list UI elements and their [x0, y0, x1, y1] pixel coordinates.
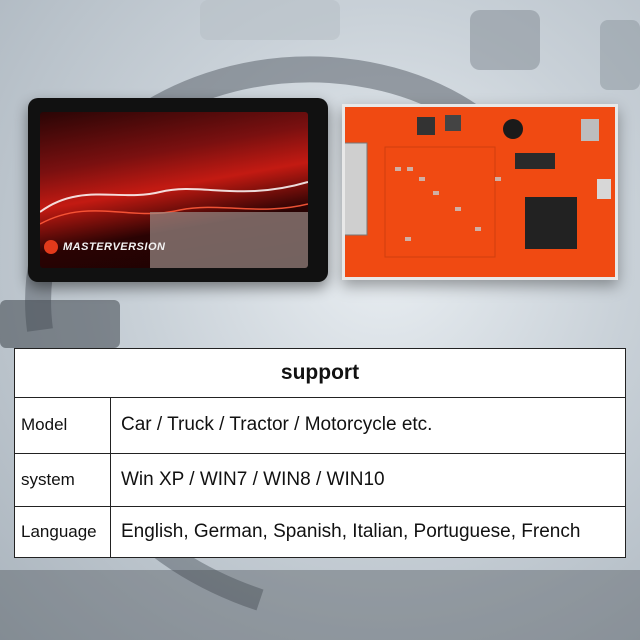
support-table: support Model Car / Truck / Tractor / Mo…	[14, 348, 626, 558]
table-row-model: Model Car / Truck / Tractor / Motorcycle…	[15, 397, 625, 454]
pcb-board	[340, 104, 618, 280]
row-value-system: Win XP / WIN7 / WIN8 / WIN10	[121, 469, 385, 490]
ecu-logo-mark-icon	[44, 240, 58, 254]
table-row-language: Language English, German, Spanish, Itali…	[15, 507, 625, 557]
row-value-model: Car / Truck / Tractor / Motorcycle etc.	[121, 414, 433, 435]
row-label-system: system	[15, 454, 111, 506]
table-row-system: system Win XP / WIN7 / WIN8 / WIN10	[15, 454, 625, 507]
pcb-components-graphic	[340, 115, 611, 258]
ecu-logo-text: MASTERVERSION	[63, 241, 166, 253]
ecu-wave-graphic	[40, 181, 308, 268]
ecu-device-face	[40, 112, 308, 268]
row-label-model: Model	[15, 397, 111, 453]
row-label-language: Language	[15, 507, 111, 557]
support-table-title: support	[15, 349, 625, 398]
row-value-language: English, German, Spanish, Italian, Portu…	[121, 521, 581, 542]
ecu-logo: MASTERVERSION	[44, 238, 165, 256]
